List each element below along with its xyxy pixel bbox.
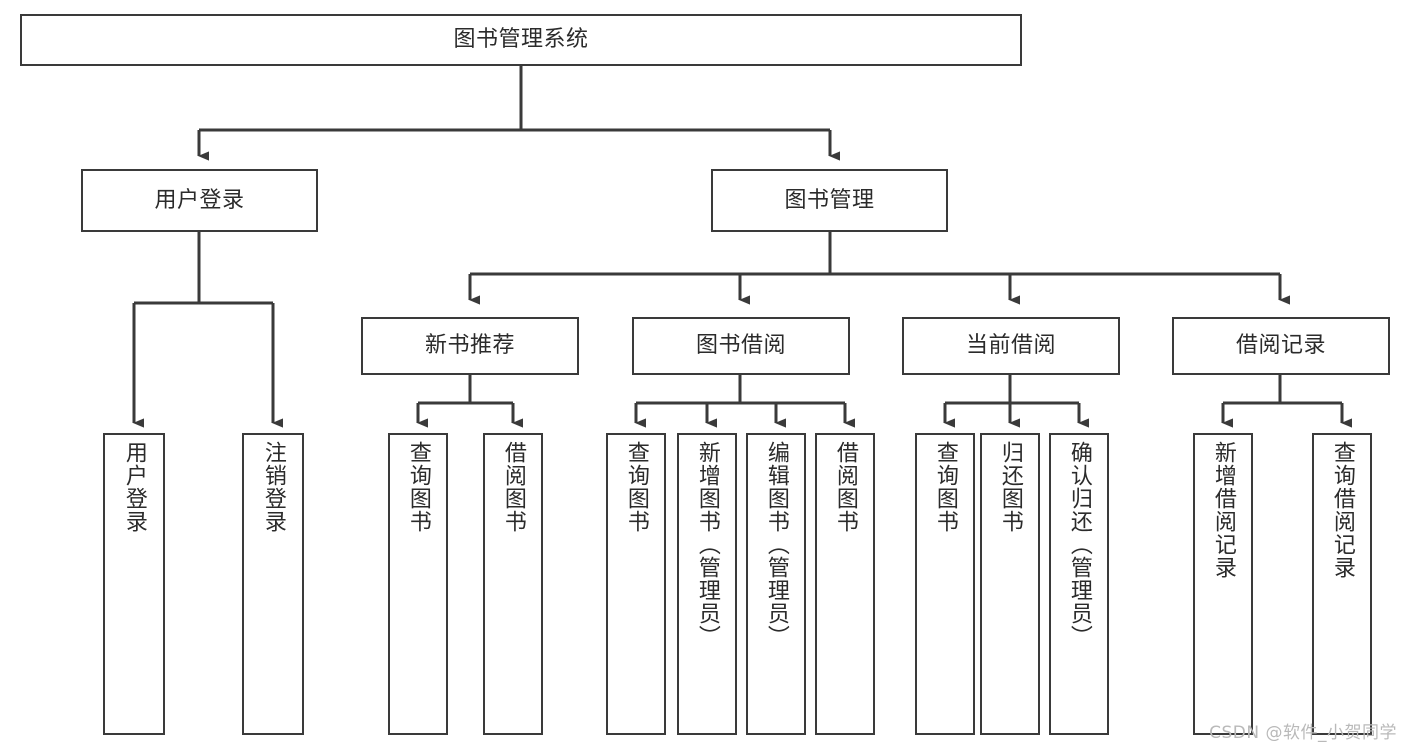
- node-current-borrow-label: 当前借阅: [965, 333, 1056, 359]
- node-user-login-label: 用户登录: [154, 187, 245, 213]
- leaf-query-book-3[interactable]: 查询图书: [915, 433, 975, 735]
- leaf-confirm-return[interactable]: 确认归还（管理员）: [1049, 433, 1109, 735]
- node-new-book-recommend[interactable]: 新书推荐: [361, 317, 579, 375]
- leaf-query-book-2-label: 查询图书: [623, 441, 649, 533]
- leaf-edit-book[interactable]: 编辑图书（管理员）: [746, 433, 806, 735]
- leaf-logout-label: 注销登录: [260, 441, 286, 533]
- leaf-add-book-label: 新增图书（管理员）: [694, 441, 720, 648]
- node-borrow-record[interactable]: 借阅记录: [1172, 317, 1390, 375]
- leaf-user-login-label: 用户登录: [121, 441, 147, 533]
- leaf-borrow-book-1[interactable]: 借阅图书: [483, 433, 543, 735]
- node-new-book-recommend-label: 新书推荐: [424, 333, 515, 359]
- node-book-borrow[interactable]: 图书借阅: [632, 317, 850, 375]
- leaf-return-book-label: 归还图书: [997, 441, 1023, 533]
- node-root[interactable]: 图书管理系统: [20, 14, 1022, 66]
- leaf-edit-book-label: 编辑图书（管理员）: [763, 441, 789, 648]
- leaf-add-book[interactable]: 新增图书（管理员）: [677, 433, 737, 735]
- leaf-query-book-1[interactable]: 查询图书: [388, 433, 448, 735]
- leaf-borrow-book-2-label: 借阅图书: [832, 441, 858, 533]
- leaf-borrow-book-1-label: 借阅图书: [500, 441, 526, 533]
- node-book-management-label: 图书管理: [784, 187, 875, 213]
- leaf-query-record-label: 查询借阅记录: [1329, 441, 1355, 579]
- leaf-query-record[interactable]: 查询借阅记录: [1312, 433, 1372, 735]
- node-book-borrow-label: 图书借阅: [695, 333, 786, 359]
- node-borrow-record-label: 借阅记录: [1235, 333, 1326, 359]
- leaf-query-book-2[interactable]: 查询图书: [606, 433, 666, 735]
- leaf-add-record[interactable]: 新增借阅记录: [1193, 433, 1253, 735]
- watermark: CSDN @软件_小贺同学: [1209, 723, 1397, 743]
- leaf-query-book-1-label: 查询图书: [405, 441, 431, 533]
- leaf-query-book-3-label: 查询图书: [932, 441, 958, 533]
- leaf-return-book[interactable]: 归还图书: [980, 433, 1040, 735]
- leaf-add-record-label: 新增借阅记录: [1210, 441, 1236, 579]
- leaf-user-login[interactable]: 用户登录: [103, 433, 165, 735]
- node-book-management[interactable]: 图书管理: [711, 169, 948, 232]
- leaf-borrow-book-2[interactable]: 借阅图书: [815, 433, 875, 735]
- node-current-borrow[interactable]: 当前借阅: [902, 317, 1120, 375]
- node-user-login[interactable]: 用户登录: [81, 169, 318, 232]
- leaf-logout[interactable]: 注销登录: [242, 433, 304, 735]
- node-root-label: 图书管理系统: [453, 27, 589, 53]
- leaf-confirm-return-label: 确认归还（管理员）: [1066, 441, 1092, 648]
